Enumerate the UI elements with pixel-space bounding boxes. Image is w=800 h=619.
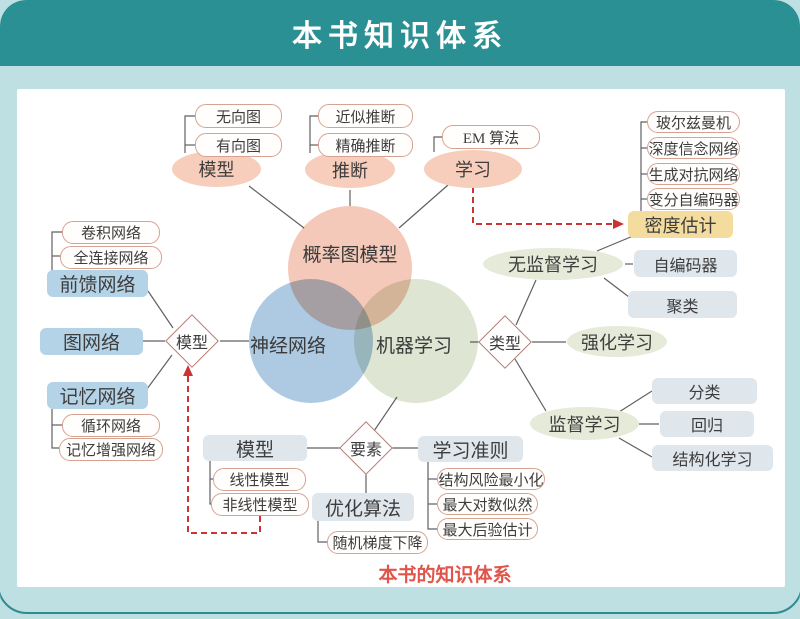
node-optimization-algorithm: 优化算法 [312, 493, 414, 521]
node-inference: 推断 [305, 151, 395, 188]
node-convolutional-network: 卷积网络 [62, 221, 160, 244]
node-structured-learning: 结构化学习 [652, 445, 773, 471]
node-map-estimation: 最大后验估计 [437, 518, 538, 540]
node-structural-risk-minimization: 结构风险最小化 [437, 468, 545, 490]
node-gan: 生成对抗网络 [647, 163, 740, 185]
header-bar: 本书知识体系 [0, 0, 800, 66]
node-clustering: 聚类 [628, 291, 737, 318]
node-regression: 回归 [660, 411, 754, 437]
node-undirected-graph: 无向图 [195, 104, 282, 128]
node-feedforward-network: 前馈网络 [47, 270, 148, 297]
node-memory-network: 记忆网络 [47, 382, 148, 409]
label-machine-learning: 机器学习 [375, 335, 452, 356]
node-vae: 变分自编码器 [647, 188, 740, 210]
node-approximate-inference: 近似推断 [318, 104, 413, 128]
label-probabilistic-graphical-model: 概率图模型 [302, 244, 398, 265]
node-deep-belief-network: 深度信念网络 [647, 137, 740, 159]
node-model-bottom: 模型 [203, 435, 307, 461]
label-element: 要素 [349, 442, 382, 458]
node-model-top: 模型 [172, 151, 261, 187]
node-max-log-likelihood: 最大对数似然 [437, 493, 538, 515]
circle-neural-network [249, 279, 373, 403]
page-title: 本书知识体系 [292, 20, 508, 53]
node-nonlinear-model: 非线性模型 [211, 493, 309, 516]
node-fully-connected-network: 全连接网络 [60, 246, 162, 269]
circle-machine-learning [354, 279, 478, 403]
node-supervised-learning: 监督学习 [530, 407, 639, 440]
node-autoencoder: 自编码器 [634, 250, 737, 277]
diagram-caption: 本书的知识体系 [378, 564, 512, 586]
node-recurrent-network: 循环网络 [62, 414, 160, 437]
node-sgd: 随机梯度下降 [327, 531, 428, 554]
label-type: 类型 [488, 336, 521, 352]
node-reinforcement-learning: 强化学习 [567, 326, 667, 357]
node-linear-model: 线性模型 [213, 468, 306, 491]
node-classification: 分类 [652, 378, 757, 404]
label-model-left: 模型 [175, 335, 208, 351]
node-exact-inference: 精确推断 [318, 133, 413, 157]
label-neural-network: 神经网络 [249, 335, 326, 356]
node-unsupervised-learning: 无监督学习 [483, 248, 623, 280]
node-learning: 学习 [424, 150, 522, 188]
node-em-algorithm: EM 算法 [442, 125, 540, 149]
node-memory-augmented-network: 记忆增强网络 [59, 438, 163, 461]
node-directed-graph: 有向图 [195, 133, 282, 157]
node-graph-network: 图网络 [40, 328, 143, 355]
node-density-estimation: 密度估计 [628, 211, 733, 238]
node-boltzmann-machine: 玻尔兹曼机 [647, 111, 740, 133]
node-learning-criterion: 学习准则 [418, 436, 523, 462]
